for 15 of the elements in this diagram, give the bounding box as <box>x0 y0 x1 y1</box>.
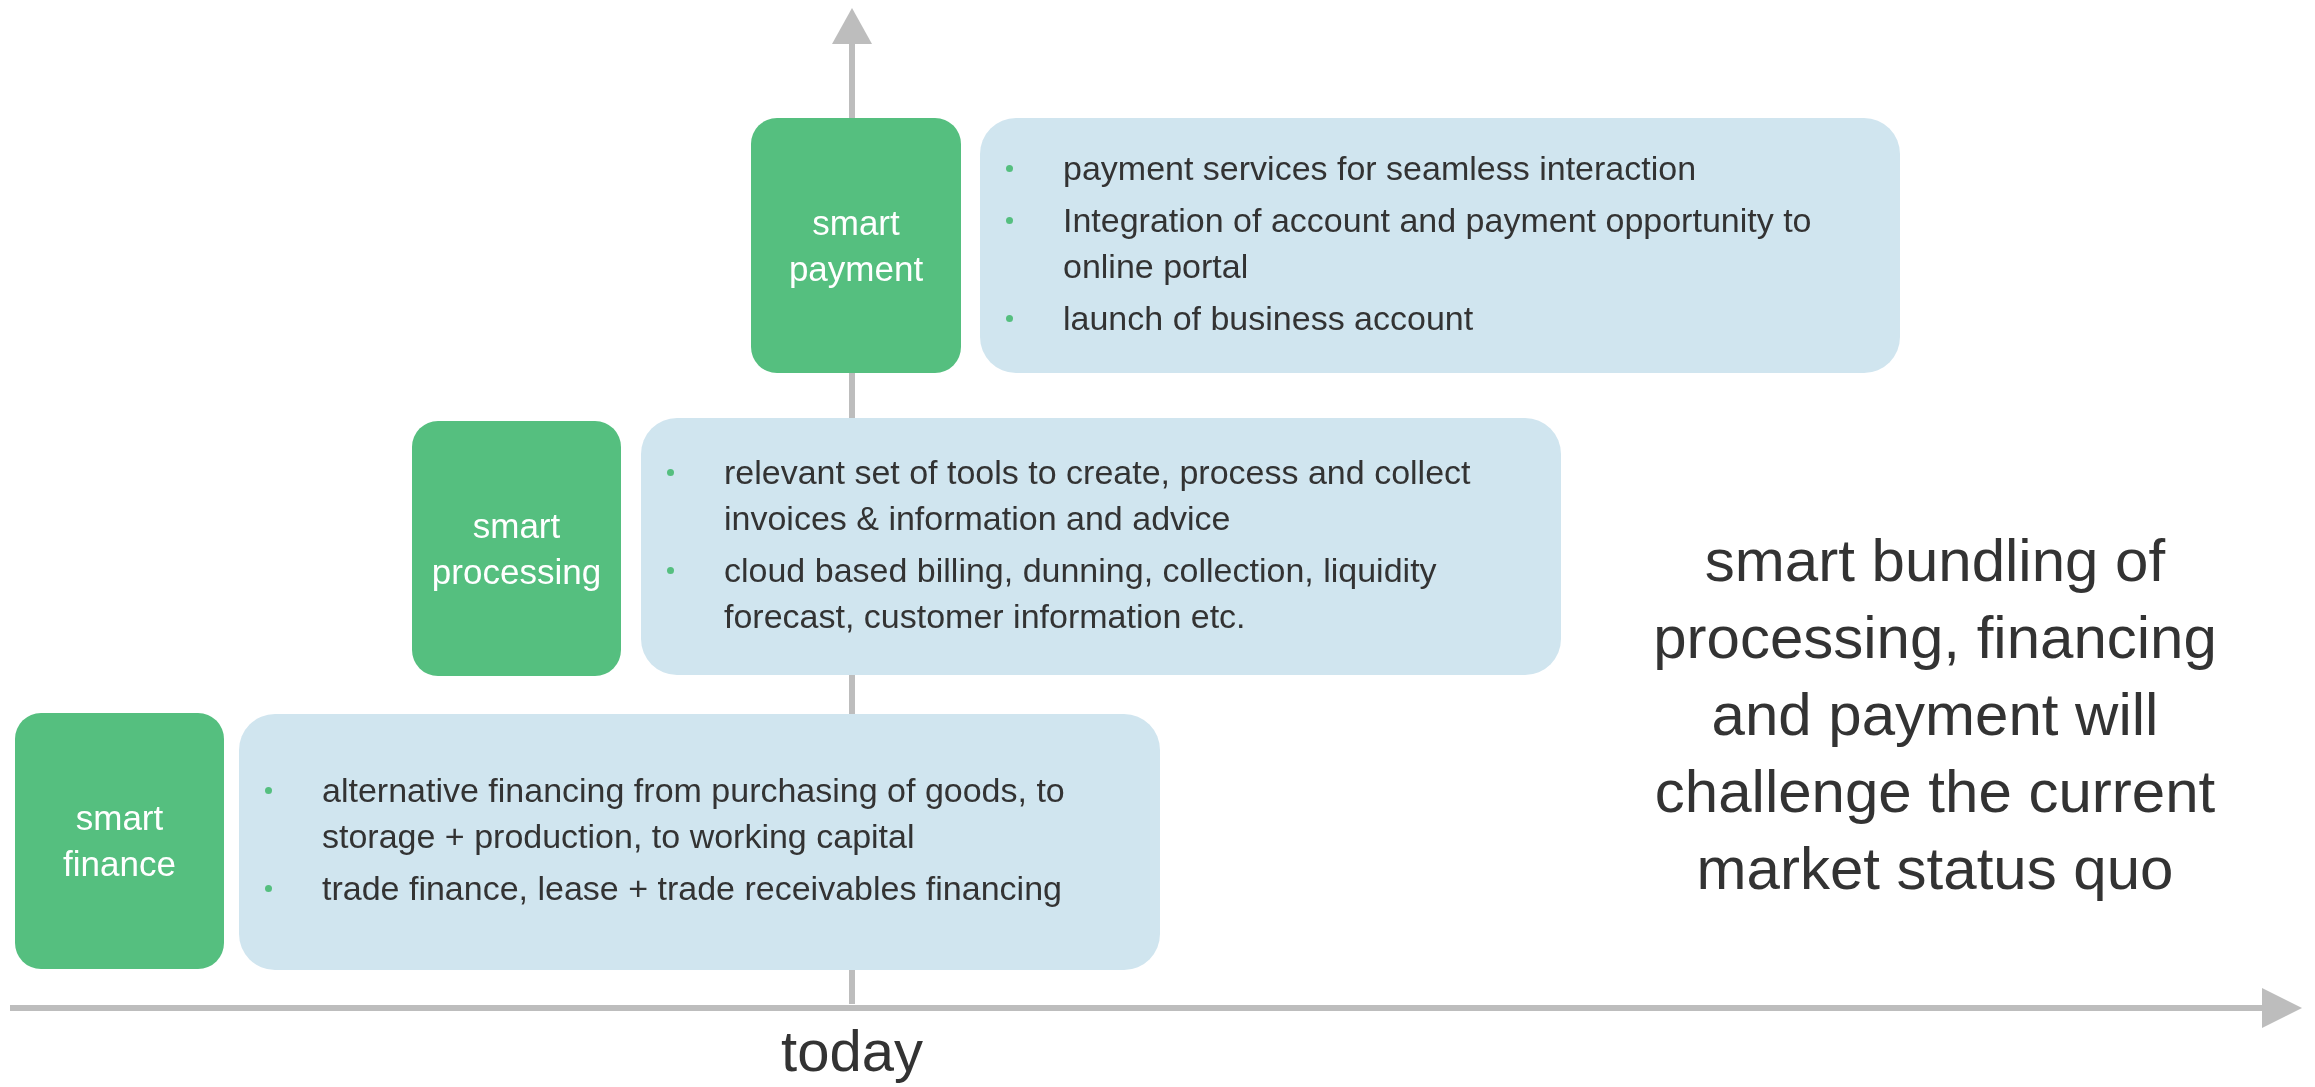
axis-label: today <box>780 1018 924 1084</box>
category-label: smart payment <box>787 201 925 290</box>
feature-text: trade finance, lease + trade receivables financing <box>322 868 1062 909</box>
category-box <box>412 421 621 676</box>
feature-box <box>641 418 1561 675</box>
category-box <box>15 713 224 969</box>
feature-box <box>980 118 1900 373</box>
feature-text: launch of business account <box>1063 297 1474 339</box>
category-label: smart finance <box>62 797 177 885</box>
feature-text: cloud based billing, dunning, collection, liquidity forecast, customer information etc. <box>724 549 1438 637</box>
summary-text: smart bundling of processing, financing and payment will challenge the current market status quo <box>1652 526 2218 904</box>
feature-text: payment services for seamless interaction <box>1063 147 1697 189</box>
category-label: smart processing <box>430 504 603 593</box>
feature-box <box>239 714 1160 970</box>
category-box <box>751 118 961 373</box>
